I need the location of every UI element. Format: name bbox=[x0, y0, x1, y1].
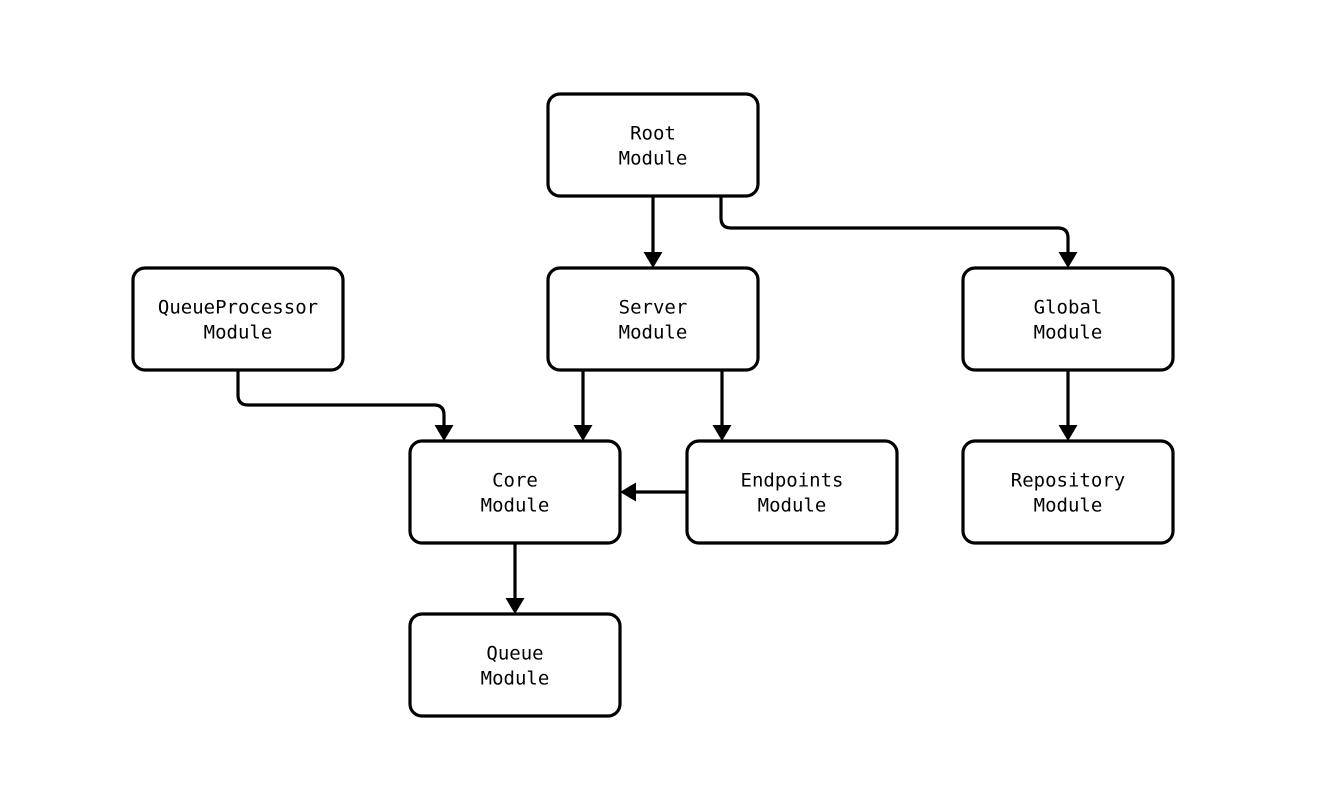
node-label-line1: Server bbox=[619, 297, 688, 319]
edge-core-to-queue bbox=[505, 543, 525, 614]
node-label-line1: Queue bbox=[486, 643, 543, 665]
node-box[interactable] bbox=[408, 439, 622, 545]
arrowhead-icon bbox=[434, 425, 454, 441]
node-label-line1: Root bbox=[630, 123, 676, 145]
node-box[interactable] bbox=[131, 266, 345, 372]
edge-line bbox=[236, 370, 446, 425]
node-box[interactable] bbox=[961, 439, 1175, 545]
node-box[interactable] bbox=[408, 612, 622, 718]
node-box[interactable] bbox=[961, 266, 1175, 372]
node-label-line2: Module bbox=[1034, 495, 1103, 517]
arrowhead-icon bbox=[620, 482, 636, 502]
node-label-line2: Module bbox=[619, 148, 688, 170]
node-label-line2: Module bbox=[758, 495, 827, 517]
node-label-line1: Global bbox=[1034, 297, 1103, 319]
node-label-line1: QueueProcessor bbox=[158, 297, 318, 319]
node-label-line2: Module bbox=[481, 495, 550, 517]
node-label-line1: Core bbox=[492, 470, 538, 492]
node-label-line2: Module bbox=[619, 322, 688, 344]
nodes-layer: RootModuleQueueProcessorModuleServerModu… bbox=[131, 92, 1175, 718]
edge-server-to-endpoints bbox=[712, 370, 732, 441]
edge-server-to-core bbox=[573, 370, 593, 441]
edge-queueprocessor-to-core bbox=[236, 370, 454, 441]
edge-line bbox=[719, 196, 1070, 252]
node-label-line1: Repository bbox=[1011, 470, 1125, 492]
arrowhead-icon bbox=[643, 252, 663, 268]
arrowhead-icon bbox=[712, 425, 732, 441]
edges-layer bbox=[236, 196, 1078, 614]
edge-root-to-global bbox=[719, 196, 1078, 268]
node-box[interactable] bbox=[685, 439, 899, 545]
arrowhead-icon bbox=[505, 598, 525, 614]
edge-root-to-server bbox=[643, 196, 663, 268]
arrowhead-icon bbox=[573, 425, 593, 441]
node-label-line1: Endpoints bbox=[741, 470, 844, 492]
arrowhead-icon bbox=[1058, 252, 1078, 268]
node-label-line2: Module bbox=[481, 668, 550, 690]
node-box[interactable] bbox=[546, 266, 760, 372]
node-box[interactable] bbox=[546, 92, 760, 198]
node-label-line2: Module bbox=[204, 322, 273, 344]
edge-global-to-repository bbox=[1058, 370, 1078, 441]
node-label-line2: Module bbox=[1034, 322, 1103, 344]
arrowhead-icon bbox=[1058, 425, 1078, 441]
edge-endpoints-to-core bbox=[620, 482, 687, 502]
